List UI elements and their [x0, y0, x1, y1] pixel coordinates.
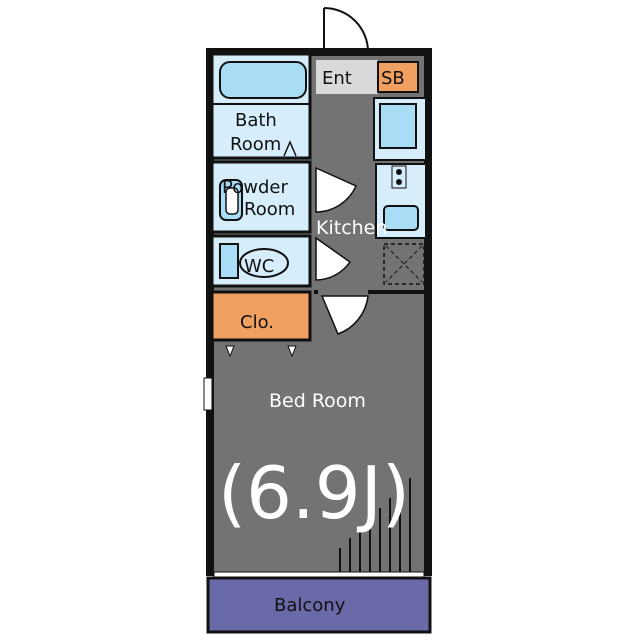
balcony	[206, 576, 432, 634]
window-hatch	[339, 478, 411, 572]
washer-space	[383, 243, 425, 285]
closet-label: Clo.	[240, 312, 274, 333]
entrance-label: Ent	[322, 68, 352, 89]
bath-room-label-line1: Bath	[235, 110, 277, 131]
wc-room	[210, 234, 312, 288]
bed-room-size: (6.9J)	[218, 451, 410, 535]
entrance-door	[323, 7, 369, 53]
entrance-area	[316, 60, 378, 94]
kitchen-sink	[383, 205, 419, 231]
wc-label: WC	[244, 256, 274, 277]
kitchen-counter	[373, 97, 427, 285]
bed-room-label: Bed Room	[269, 390, 366, 412]
shoe-box	[377, 61, 419, 93]
bathtub	[219, 61, 307, 99]
kitchen-label: Kitchen	[316, 217, 387, 239]
refrigerator-space	[379, 103, 417, 149]
stove-burner	[396, 169, 402, 175]
toilet-tank	[219, 243, 239, 279]
toilet-bowl	[239, 248, 289, 278]
interior-doors	[315, 166, 369, 335]
side-window	[203, 377, 213, 411]
bath-room-label-line2: Room	[230, 134, 281, 155]
shoe-box-label: SB	[381, 68, 405, 89]
bath-room	[210, 52, 312, 160]
closet	[210, 290, 312, 358]
powder-room	[210, 160, 312, 234]
stove-burner	[396, 179, 402, 185]
balcony-label: Balcony	[274, 595, 346, 616]
powder-room-label-line1: Powder	[222, 177, 288, 198]
powder-room-label-line2: Room	[244, 199, 295, 220]
